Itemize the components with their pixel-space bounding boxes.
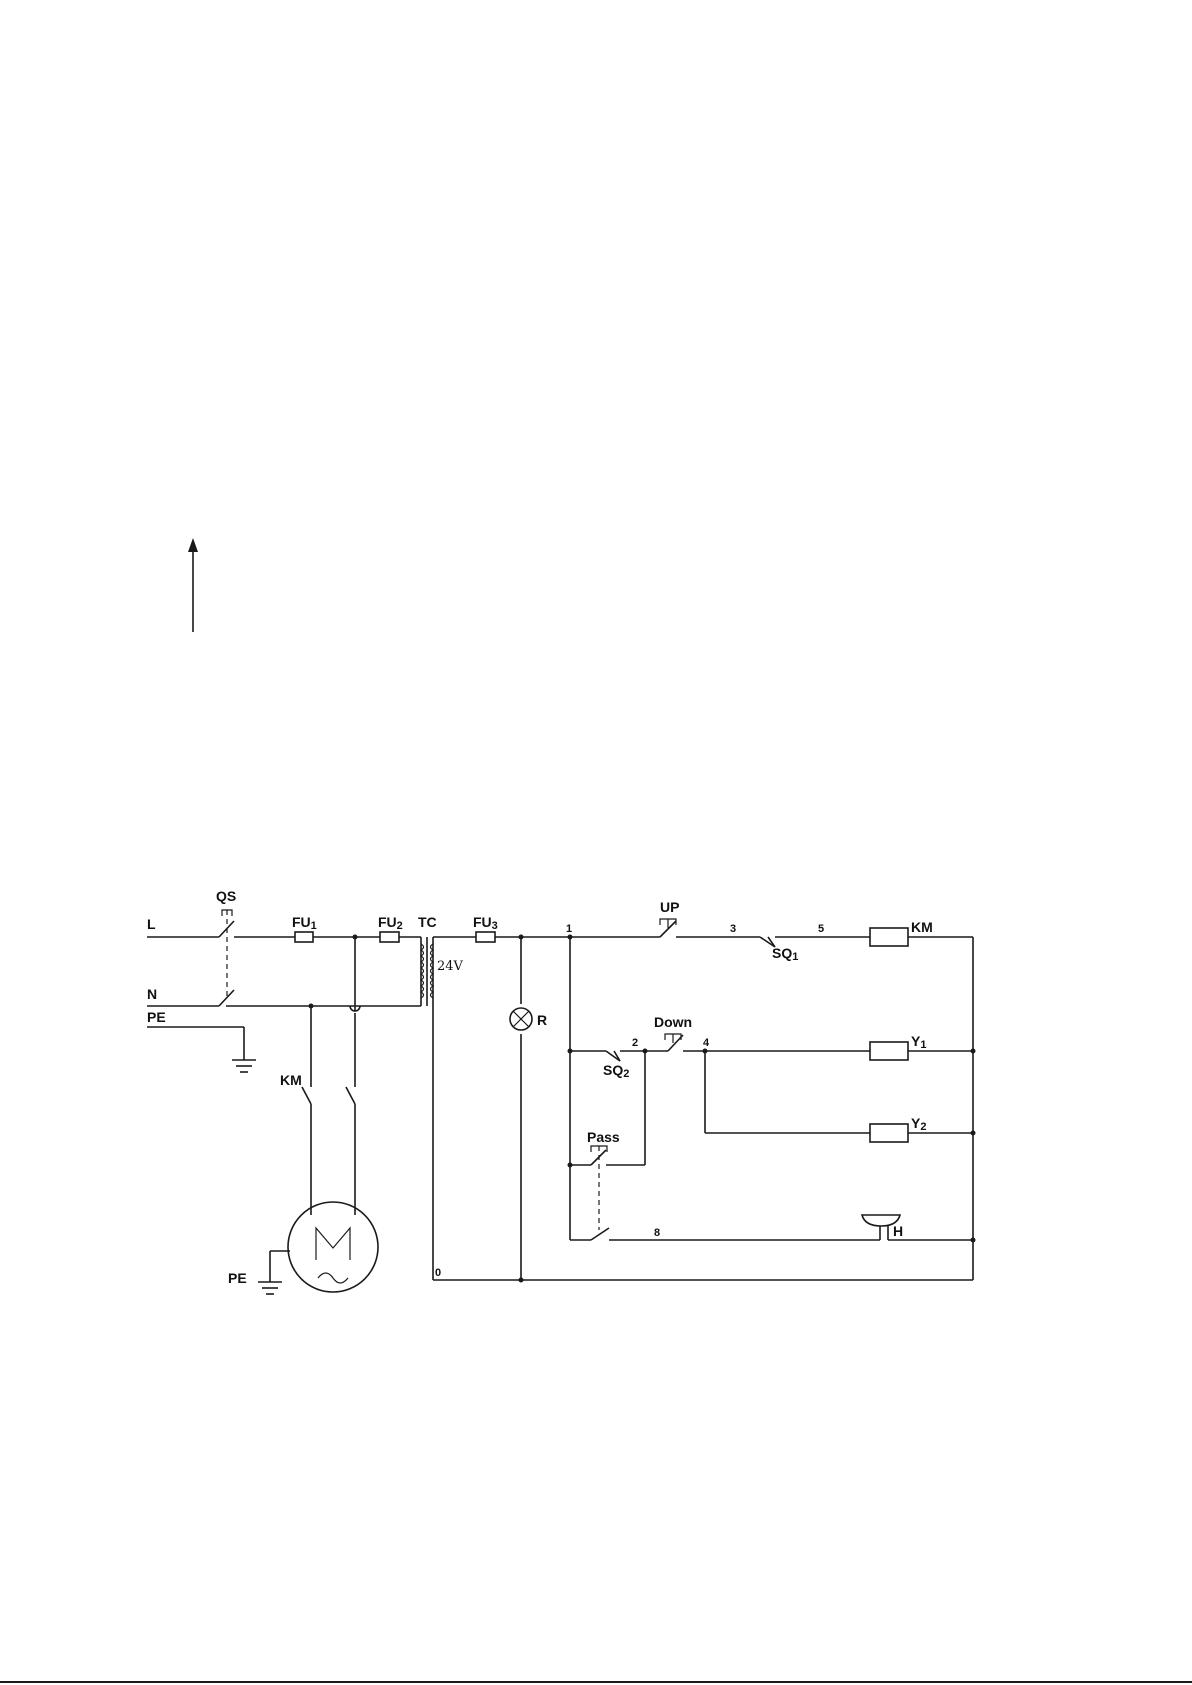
up-arrow xyxy=(188,538,198,632)
lamp-r xyxy=(510,1008,532,1030)
label-node-1: 1 xyxy=(566,923,572,935)
label-node-3: 3 xyxy=(730,923,736,935)
label-qs: QS xyxy=(216,888,236,904)
row-y2 xyxy=(705,1051,976,1142)
label-line-n: N xyxy=(147,986,157,1002)
control-rails xyxy=(433,932,973,1283)
qs-switch xyxy=(219,910,234,1006)
label-km-contacts: KM xyxy=(280,1072,302,1088)
row-pass xyxy=(568,1146,646,1230)
row-horn xyxy=(570,1215,976,1243)
label-up: UP xyxy=(660,899,679,915)
label-y1: Y1 xyxy=(911,1033,926,1051)
label-node-4: 4 xyxy=(703,1037,710,1049)
page-bottom-rule xyxy=(0,1681,1192,1683)
label-fu1: FU1 xyxy=(292,914,317,932)
label-pass: Pass xyxy=(587,1129,620,1145)
fuse-fu2 xyxy=(380,932,399,942)
label-tc: TC xyxy=(418,914,437,930)
power-lines xyxy=(147,937,421,1072)
label-km-coil: KM xyxy=(911,919,933,935)
motor xyxy=(258,1202,378,1294)
label-motor-pe: PE xyxy=(228,1270,247,1286)
label-node-5: 5 xyxy=(818,923,824,935)
label-line-pe: PE xyxy=(147,1009,166,1025)
transformer-tc xyxy=(421,937,433,1280)
label-lamp-r: R xyxy=(537,1012,547,1028)
row-down xyxy=(568,1034,976,1165)
label-node-2: 2 xyxy=(632,1037,638,1049)
label-y2: Y2 xyxy=(911,1115,926,1133)
label-fu2: FU2 xyxy=(378,914,403,932)
fuse-fu1 xyxy=(295,932,313,942)
label-node-8: 8 xyxy=(654,1227,660,1239)
label-down: Down xyxy=(654,1014,692,1030)
label-fu3: FU3 xyxy=(473,914,498,932)
label-line-l: L xyxy=(147,916,156,932)
label-horn: H xyxy=(893,1223,903,1239)
label-voltage: 24V xyxy=(437,959,464,974)
label-motor: M xyxy=(320,1243,321,1245)
km-contacts xyxy=(302,1078,355,1215)
label-sq1: SQ1 xyxy=(772,945,798,963)
label-sq2: SQ2 xyxy=(603,1062,629,1080)
label-node-0: 0 xyxy=(435,1267,441,1279)
